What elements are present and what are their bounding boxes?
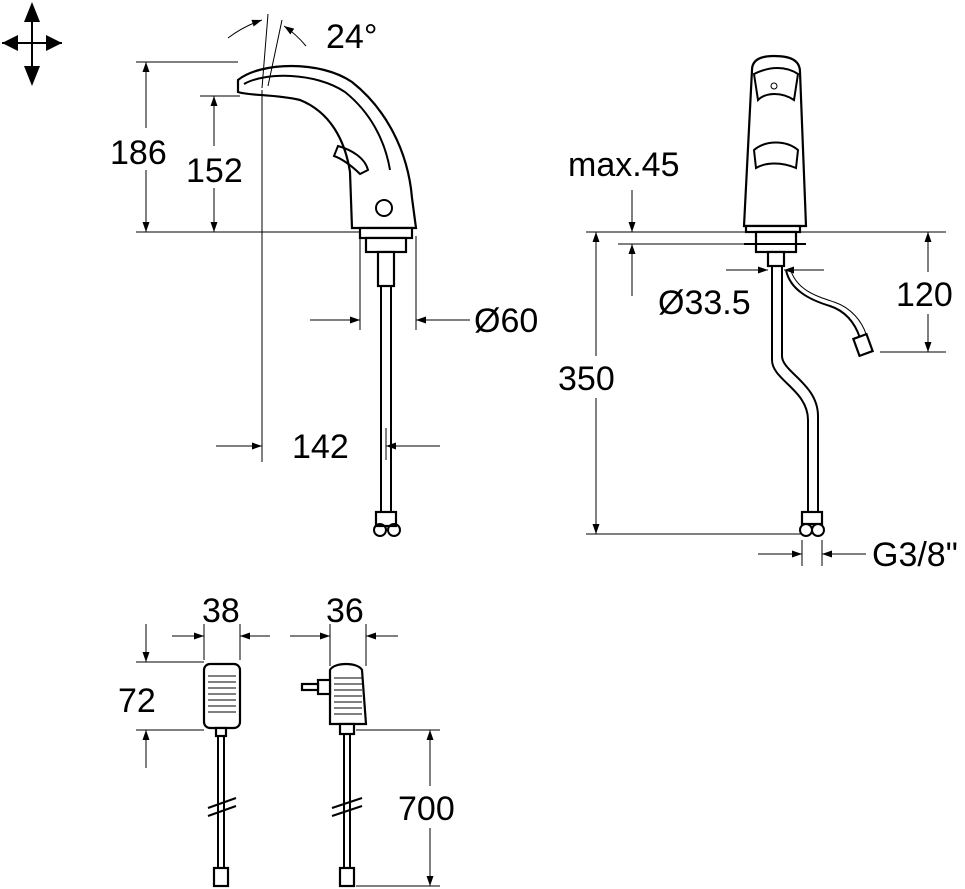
- reach-label: 142: [292, 428, 349, 466]
- height-total-label: 186: [110, 134, 167, 172]
- cable-height-label: 120: [896, 276, 953, 314]
- height-spout-label: 152: [186, 152, 243, 190]
- hose-length-dimension: 350: [556, 232, 626, 534]
- power-adapter-front: [202, 662, 242, 888]
- height-spout-dimension: 152: [186, 96, 250, 232]
- cable-length-label: 700: [398, 790, 455, 828]
- adapter2-width-label: 36: [326, 592, 364, 630]
- front-view-extension-lines: [586, 231, 946, 566]
- reach-dimension: 142: [216, 428, 440, 466]
- adapter1-width-label: 38: [202, 592, 240, 630]
- hole-diameter-dimension: Ø33.5: [658, 266, 824, 322]
- diameter-base-dimension: Ø60: [310, 302, 538, 340]
- max-thickness-label: max.45: [568, 146, 680, 184]
- faucet-side-view: [236, 64, 418, 537]
- cable-length-dimension: 700: [396, 730, 466, 886]
- thread-label: G3/8": [872, 536, 958, 574]
- four-way-arrow-icon: [2, 2, 62, 86]
- adapter2-extension-lines: [329, 624, 440, 887]
- max-thickness-dimension: max.45: [568, 146, 680, 296]
- faucet-front-view: [742, 54, 875, 537]
- height-total-dimension: 186: [110, 62, 180, 232]
- adapter-height-label: 72: [118, 682, 156, 720]
- hole-diameter-label: Ø33.5: [658, 284, 751, 322]
- angle-dimension: 24°: [227, 18, 377, 56]
- cable-height-dimension: 120: [894, 232, 962, 352]
- adapter2-width-dimension: 36: [290, 592, 398, 640]
- adapter-height-dimension: 72: [118, 624, 156, 768]
- hose-length-label: 350: [558, 360, 615, 398]
- thread-dimension: G3/8": [758, 536, 958, 574]
- adapter1-width-dimension: 38: [172, 592, 270, 640]
- power-adapter-side: [300, 662, 368, 888]
- diameter-base-label: Ø60: [474, 302, 538, 340]
- angle-label: 24°: [326, 18, 377, 56]
